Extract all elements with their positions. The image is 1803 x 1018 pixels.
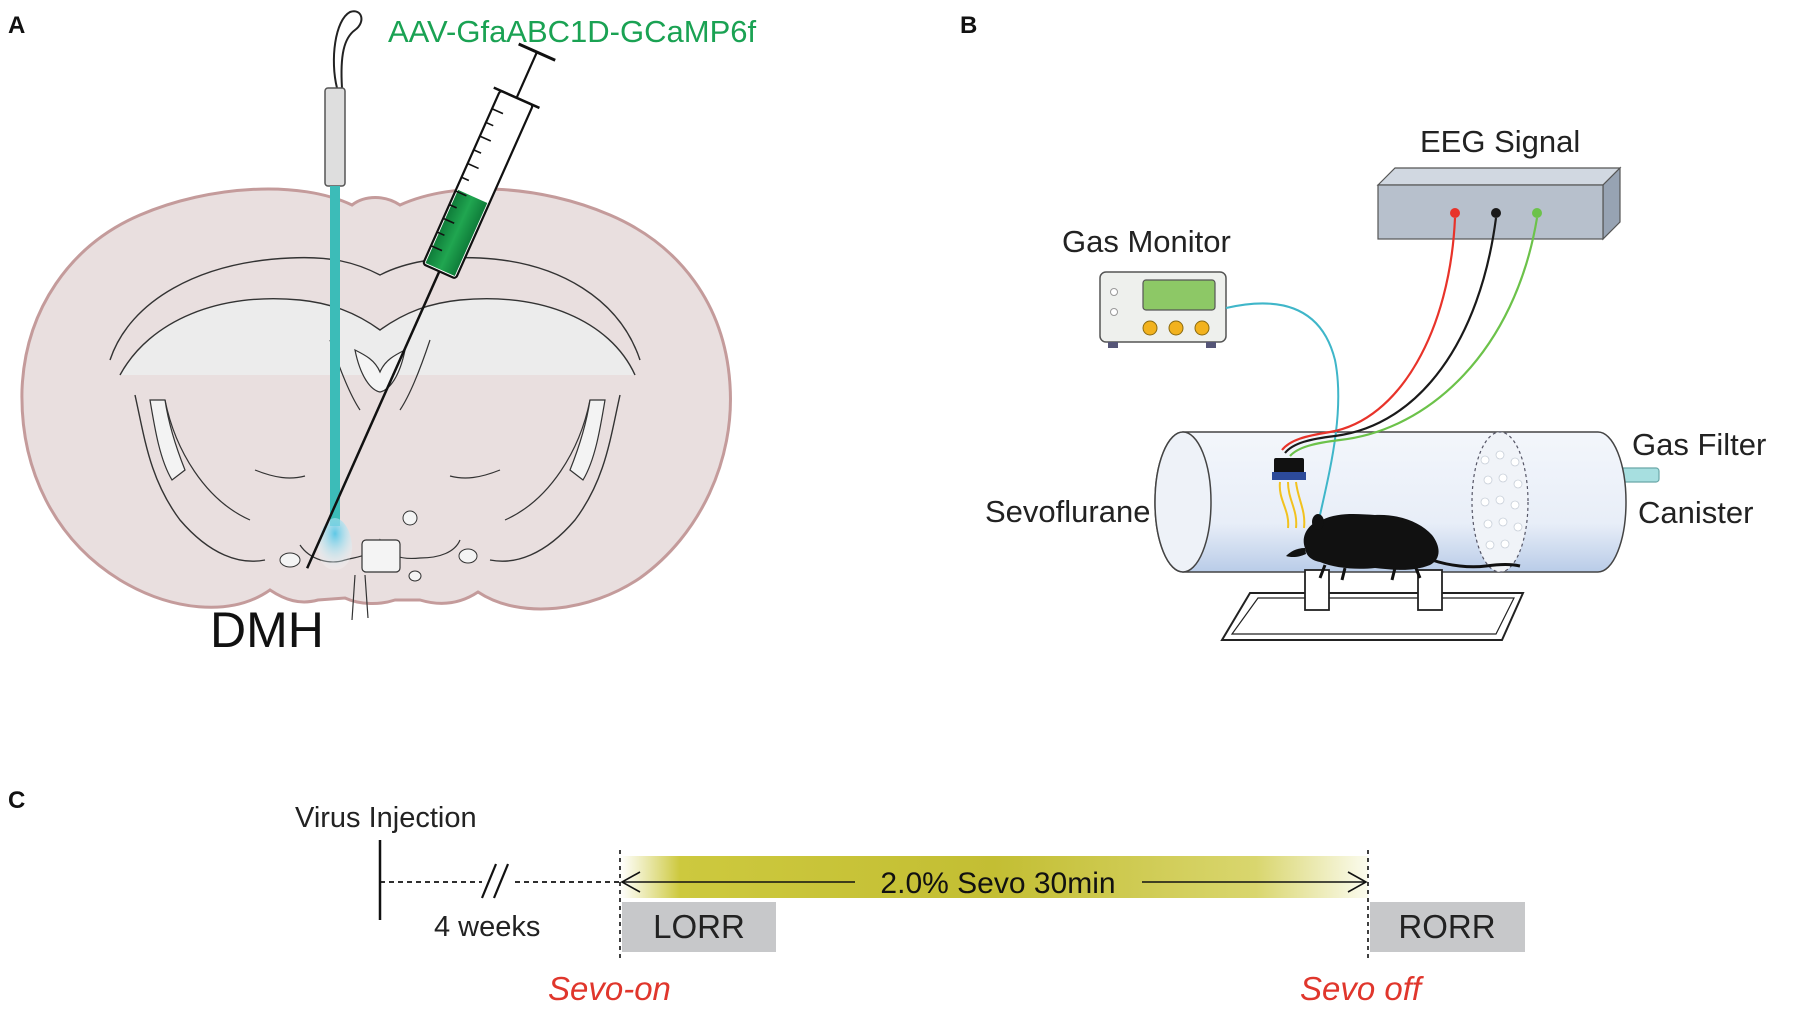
brain-outline [20, 187, 732, 611]
eeg-signal-label: EEG Signal [1420, 124, 1580, 159]
optical-fiber [317, 10, 363, 570]
sevo-band-label: 2.0% Sevo 30min [880, 867, 1115, 900]
virus-injection-label: Virus Injection [295, 802, 477, 834]
eeg-green-wire [1289, 217, 1539, 457]
eeg-black-wire [1284, 217, 1498, 454]
rorr-label: RORR [1398, 908, 1495, 945]
mouse-silhouette [1286, 514, 1521, 581]
headstage-connector [1272, 458, 1306, 529]
panel-b: B EEG Signal Gas Monitor [960, 12, 1766, 641]
gas-sample-line [1225, 302, 1340, 516]
monitor-knob [1142, 320, 1158, 336]
panel-c: C Virus Injection 4 weeks 2.0% Sevo 30mi… [8, 787, 1525, 1007]
eeg-red-wire [1281, 217, 1457, 451]
sevo-off-label: Sevo off [1300, 970, 1425, 1007]
monitor-knob [1194, 320, 1210, 336]
panel-a-letter: A [8, 12, 25, 39]
duration-4-weeks-label: 4 weeks [434, 911, 540, 943]
sevo-exposure-band [620, 856, 1368, 898]
dmh-label: DMH [210, 602, 324, 658]
lorr-box [622, 902, 776, 952]
eeg-recorder-box [1376, 166, 1622, 241]
fiber-ferrule [324, 87, 346, 187]
gas-filter-label: Gas Filter [1632, 427, 1766, 462]
rorr-box [1370, 902, 1525, 952]
canister-label: Canister [1638, 495, 1753, 530]
sevo-on-label: Sevo-on [548, 970, 671, 1007]
monitor-knob [1168, 320, 1184, 336]
brain-section [20, 187, 732, 621]
panel-c-letter: C [8, 787, 25, 814]
eeg-red-port [1450, 208, 1460, 218]
lorr-label: LORR [653, 908, 745, 945]
axis-break-mark [492, 863, 510, 899]
sevoflurane-label: Sevoflurane [985, 494, 1150, 529]
eeg-green-port [1532, 208, 1542, 218]
fiber-shaft [330, 186, 340, 526]
chamber-stand [1220, 569, 1525, 641]
panel-a: A [8, 10, 756, 658]
syringe [305, 42, 556, 569]
eeg-black-port [1491, 208, 1501, 218]
monitor-screen [1142, 279, 1216, 311]
gas-monitor-label: Gas Monitor [1062, 224, 1231, 259]
axis-break-mark [480, 863, 498, 899]
virus-construct-label: AAV-GfaABC1D-GCaMP6f [388, 14, 756, 49]
induction-chamber [1154, 431, 1660, 573]
fiber-light-spot [317, 518, 353, 570]
gas-monitor [1099, 271, 1227, 348]
panel-b-letter: B [960, 12, 977, 39]
